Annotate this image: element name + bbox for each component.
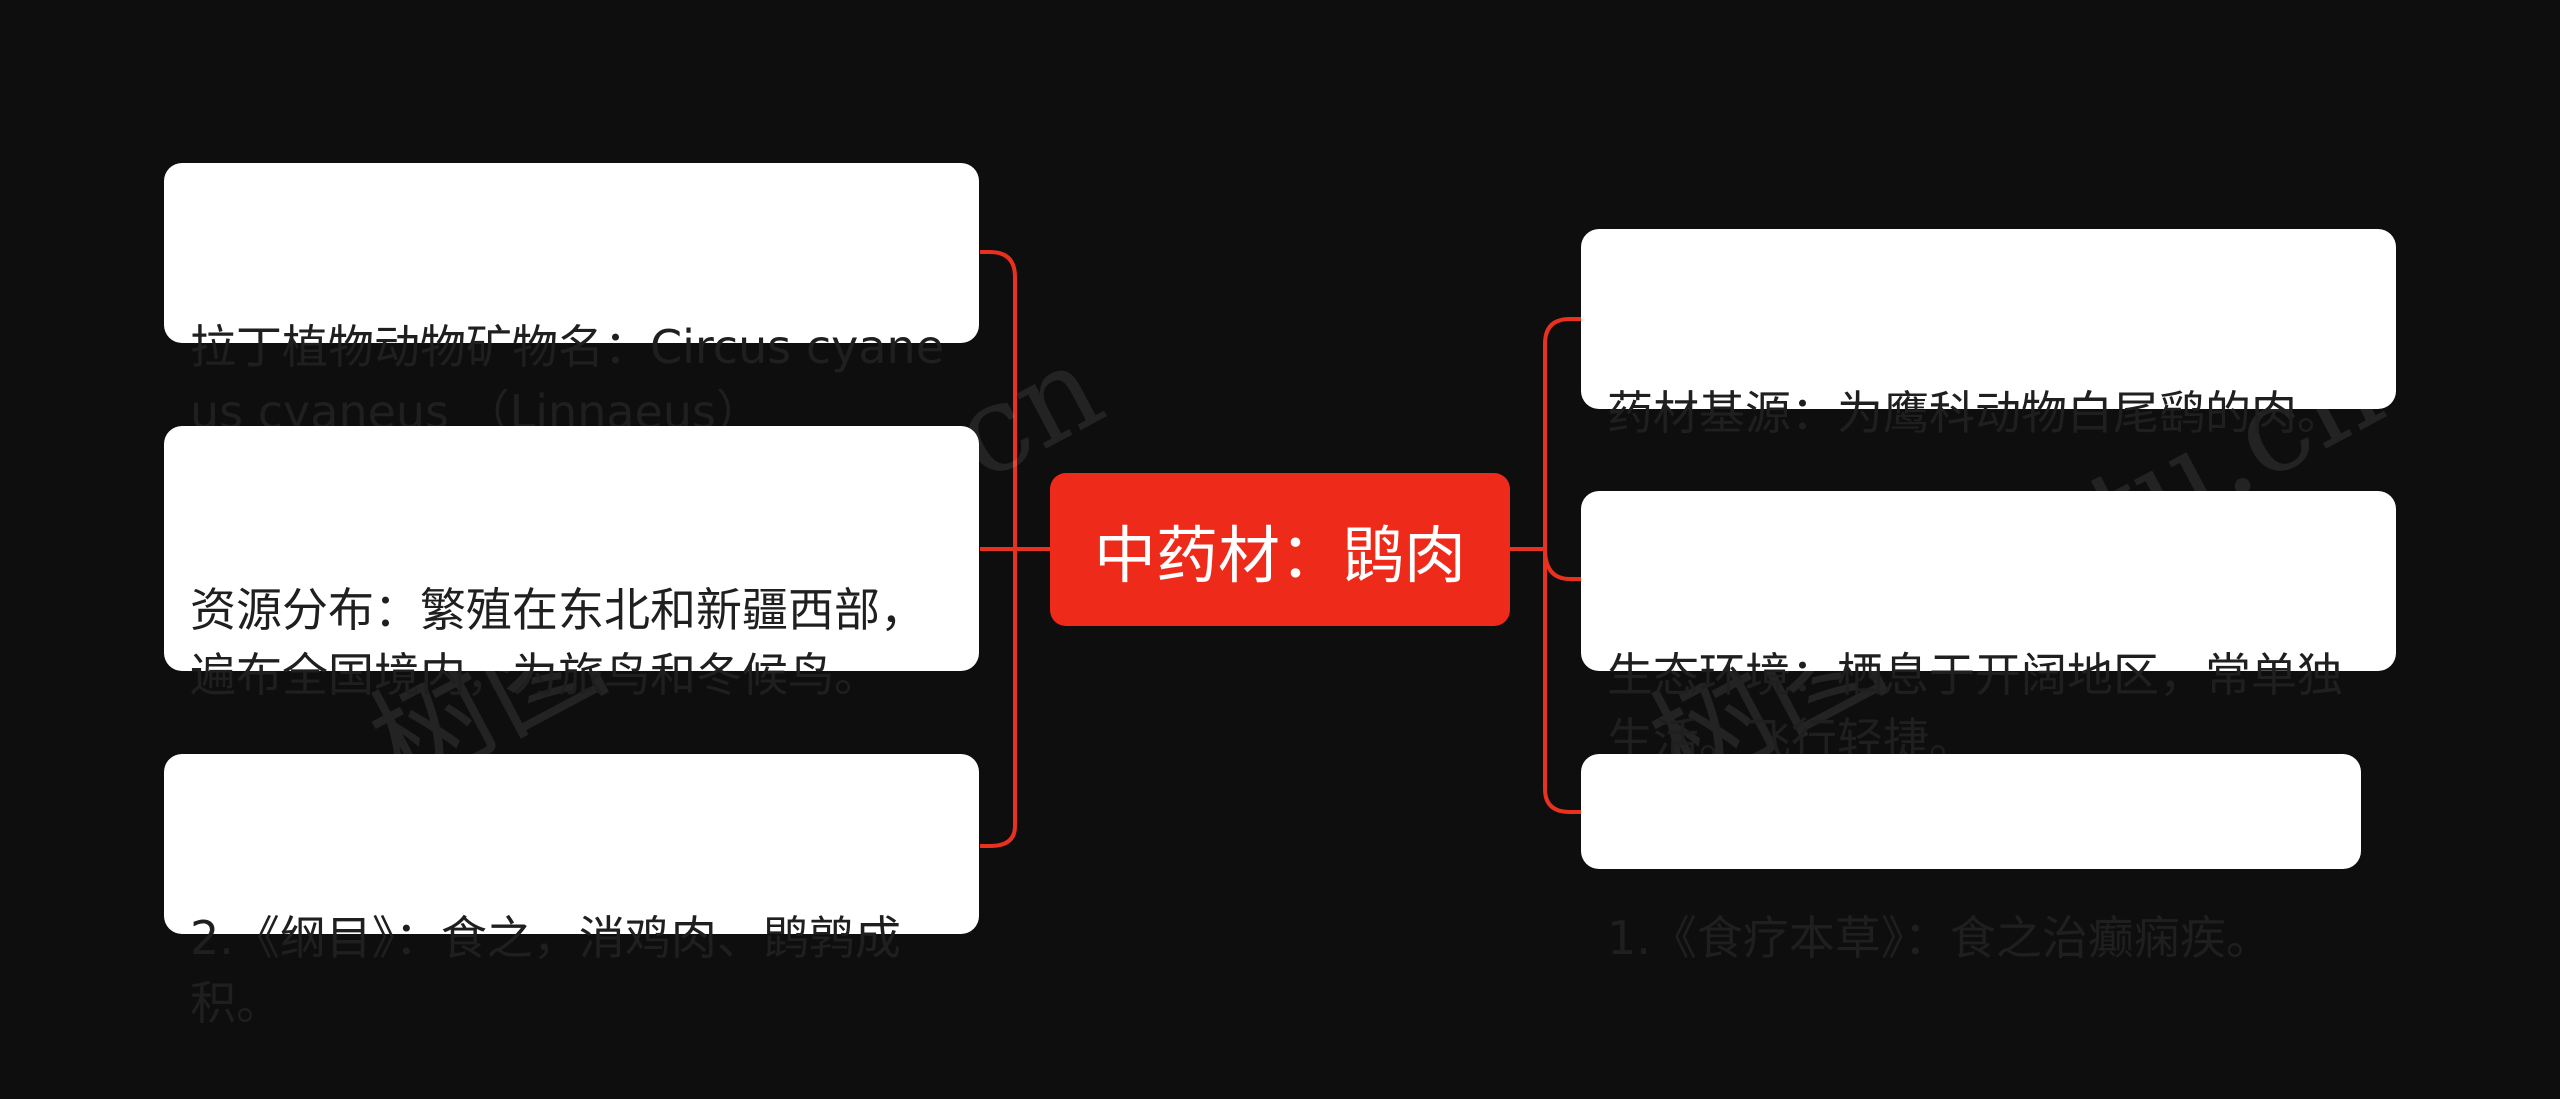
- connector-right-1: [1543, 317, 1582, 345]
- right-node-habitat[interactable]: 生态环境：栖息于开阔地区，常单独生活。飞行轻捷。: [1581, 491, 2396, 767]
- left-node-distribution-text: 资源分布：繁殖在东北和新疆西部，遍布全国境内，为旅鸟和冬候鸟。: [190, 583, 926, 702]
- left-node-distribution[interactable]: 资源分布：繁殖在东北和新疆西部，遍布全国境内，为旅鸟和冬候鸟。: [164, 426, 979, 702]
- connector-left-3: [980, 825, 1017, 848]
- left-node-latin-name[interactable]: 拉丁植物动物矿物名：Circus cyaneus cyaneus （Linnae…: [164, 163, 979, 439]
- connector-right-3: [1543, 788, 1582, 814]
- right-node-shiliao-text: 1.《食疗本草》：食之治癫痫疾。: [1607, 911, 2272, 965]
- right-node-shiliao[interactable]: 1.《食疗本草》：食之治癫痫疾。: [1581, 754, 2361, 965]
- right-node-source[interactable]: 药材基源：为鹰科动物白尾鹞的肉。: [1581, 229, 2396, 440]
- right-node-source-text: 药材基源：为鹰科动物白尾鹞的肉。: [1607, 386, 2343, 440]
- connector-right-2: [1543, 548, 1582, 581]
- central-topic[interactable]: 中药材：鹍肉: [1050, 473, 1510, 626]
- connector-left-1: [980, 250, 1017, 278]
- left-node-gangmu[interactable]: 2.《纲目》：食之，消鸡肉、鹍鹑成积。: [164, 754, 979, 1030]
- left-node-gangmu-text: 2.《纲目》：食之，消鸡肉、鹍鹑成积。: [190, 911, 901, 1030]
